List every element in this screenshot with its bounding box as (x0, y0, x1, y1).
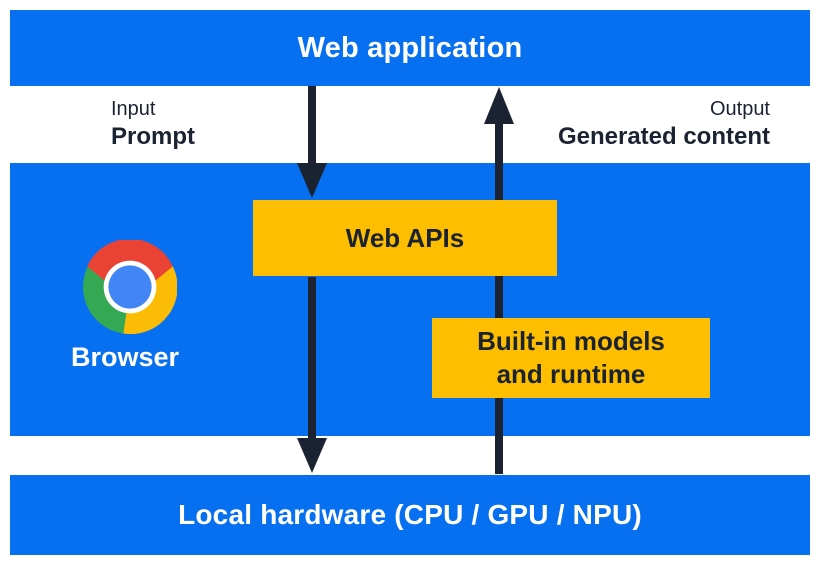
input-caption: Input (111, 98, 156, 120)
local-hardware-label: Local hardware (CPU / GPU / NPU) (178, 499, 642, 530)
chrome-browser-logo-icon (83, 240, 177, 334)
builtin-models-label: Built-in models and runtime (477, 326, 665, 389)
browser-label: Browser (70, 342, 180, 372)
input-label-group: Input Prompt (111, 97, 195, 151)
output-caption: Output (709, 98, 770, 120)
output-value-label: Generated content (557, 123, 770, 150)
builtin-models-box: Built-in models and runtime (432, 318, 710, 398)
input-value-label: Prompt (111, 123, 195, 150)
web-application-label: Web application (297, 31, 523, 64)
output-label-group: Output Generated content (558, 97, 770, 151)
web-apis-label: Web APIs (345, 222, 465, 253)
web-apis-box: Web APIs (253, 200, 557, 276)
web-application-bar: Web application (10, 10, 810, 86)
local-hardware-bar: Local hardware (CPU / GPU / NPU) (10, 475, 810, 555)
